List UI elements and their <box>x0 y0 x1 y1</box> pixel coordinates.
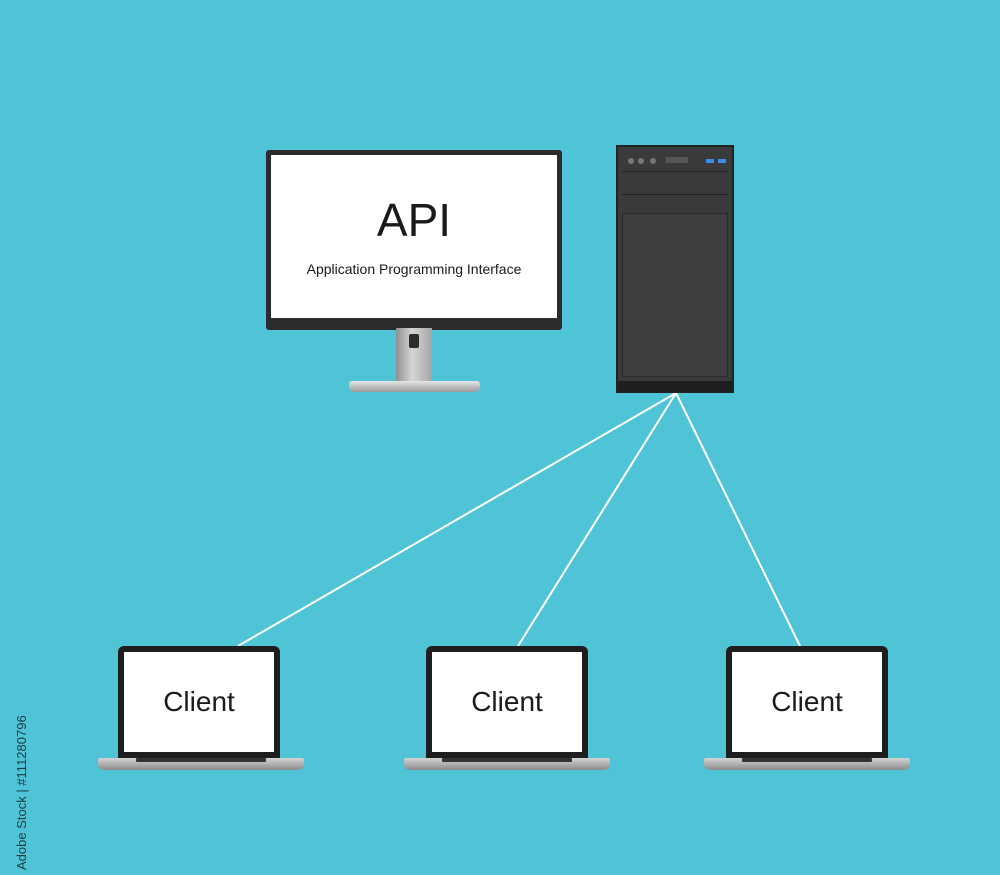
reset-button-icon <box>638 158 644 164</box>
tower-foot <box>618 381 732 391</box>
client-label: Client <box>771 686 843 717</box>
connection-line-client-1 <box>237 392 677 647</box>
usb-port-icon <box>718 159 726 163</box>
laptop-keyboard <box>442 758 572 762</box>
client-laptop-3: Client <box>726 646 888 758</box>
client-label: Client <box>163 686 235 717</box>
drive-bay <box>622 172 728 195</box>
tower-front-panel <box>622 213 728 377</box>
tower-io-panel <box>622 151 728 172</box>
usb-port-icon <box>706 159 714 163</box>
stock-id-watermark: Adobe Stock | #111280796 <box>14 715 29 870</box>
monitor-stand-slot <box>409 334 419 348</box>
laptop-display: Client <box>732 652 882 752</box>
client-laptop-1: Client <box>118 646 280 758</box>
api-monitor: API Application Programming Interface <box>266 150 562 330</box>
connection-line-client-3 <box>675 392 801 647</box>
audio-jack-icon <box>650 158 656 164</box>
power-button-icon <box>628 158 634 164</box>
monitor-screen: API Application Programming Interface <box>271 155 557 318</box>
laptop-keyboard <box>136 758 266 762</box>
client-label: Client <box>471 686 543 717</box>
monitor-subtitle: Application Programming Interface <box>306 261 522 277</box>
laptop-display: Client <box>124 652 274 752</box>
monitor-stand-base <box>349 381 480 392</box>
server-tower <box>616 145 734 393</box>
connection-line-client-2 <box>517 392 677 647</box>
laptop-keyboard <box>742 758 872 762</box>
laptop-display: Client <box>432 652 582 752</box>
drive-bay <box>622 192 728 215</box>
client-laptop-2: Client <box>426 646 588 758</box>
tower-slot <box>666 157 688 163</box>
monitor-title: API <box>376 194 452 246</box>
